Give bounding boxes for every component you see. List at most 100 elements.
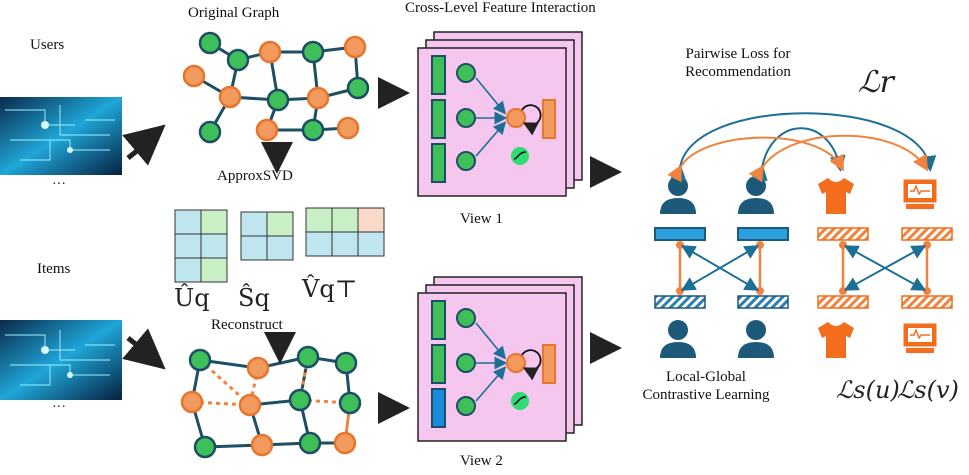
- items-ellipsis: ···: [52, 400, 66, 415]
- approx-svd-label: ApproxSVD: [217, 168, 293, 184]
- interaction-arrow: [475, 322, 507, 360]
- item-node: [306, 86, 330, 110]
- user-node: [346, 76, 370, 100]
- target-node: [506, 353, 526, 373]
- input-arrows: [122, 124, 166, 370]
- anchor-dot: [923, 287, 931, 295]
- sigmoid-icon: [511, 392, 529, 410]
- user-node: [334, 351, 358, 375]
- user-icon: [738, 198, 774, 214]
- view-2-label: View 2: [460, 453, 503, 469]
- interaction-arrow: [475, 77, 507, 115]
- level-node: [456, 308, 476, 328]
- computer-screen: [908, 184, 932, 198]
- sigmoid-icon: [511, 147, 529, 165]
- computer-base: [906, 348, 934, 353]
- item-node: [246, 356, 270, 380]
- users-ellipsis: ···: [52, 177, 66, 192]
- sigmoid-curve: [513, 396, 527, 405]
- negative-pair-arrow: [846, 245, 927, 290]
- level-node: [456, 353, 476, 373]
- user-embedding-bar: [654, 227, 706, 241]
- user-node: [266, 88, 290, 112]
- users-circuit-image: [0, 97, 122, 175]
- loop-icon: [521, 349, 542, 381]
- user-node: [338, 391, 362, 415]
- item-embedding-bar: [817, 227, 869, 241]
- output-bar: [542, 344, 556, 384]
- feature-bar: [431, 388, 446, 428]
- anchor-dot: [676, 241, 684, 249]
- user-icon: [746, 176, 766, 196]
- pairwise-arc: [751, 127, 846, 182]
- user-embedding-bar: [737, 295, 789, 309]
- item-embedding-bar: [901, 227, 953, 241]
- computer-screen: [908, 328, 932, 342]
- original-graph: [182, 31, 370, 144]
- item-node: [238, 393, 262, 417]
- user-node: [193, 435, 217, 459]
- user-icon: [668, 320, 688, 340]
- anchor-dot: [676, 287, 684, 295]
- item-node: [336, 116, 360, 140]
- anchor-dot: [756, 241, 764, 249]
- items-circuit-image: [0, 320, 122, 400]
- user-node: [301, 40, 325, 64]
- u-hat-q: Ûq: [174, 284, 210, 312]
- user-icon: [746, 320, 766, 340]
- reconstruct-label: Reconstruct: [211, 317, 283, 333]
- user-icon: [668, 176, 688, 196]
- user-embedding-bar: [654, 295, 706, 309]
- pairwise-arc: [670, 112, 937, 181]
- flow-arrows: [378, 77, 622, 424]
- computer-wave: [910, 184, 930, 196]
- item-embedding-bar: [901, 295, 953, 309]
- item-embedding-bar: [817, 295, 869, 309]
- user-node: [301, 118, 325, 142]
- v-hat-q-t: V̂q⊤: [302, 275, 358, 303]
- level-node: [456, 396, 476, 416]
- item-node: [250, 433, 274, 457]
- local-global-label: Local-Global Contrastive Learning: [642, 369, 770, 403]
- user-node: [198, 120, 222, 144]
- original-graph-title: Original Graph: [188, 5, 280, 21]
- feature-bar: [431, 143, 446, 183]
- item-node: [218, 85, 242, 109]
- user-node: [298, 431, 322, 455]
- graph-edge: [248, 367, 260, 406]
- loss-s-u: ℒs(u): [836, 376, 900, 404]
- item-node: [182, 64, 206, 88]
- user-icon: [738, 342, 774, 358]
- anchor-dot: [839, 287, 847, 295]
- anchor-dot: [923, 241, 931, 249]
- contrastive-module: [654, 112, 953, 358]
- item-node: [333, 431, 357, 455]
- anchor-dot: [756, 287, 764, 295]
- target-node: [506, 108, 526, 128]
- feature-bar: [431, 99, 446, 139]
- user-icon: [660, 198, 696, 214]
- s-matrix: [240, 211, 294, 261]
- item-node: [343, 35, 367, 59]
- level-node: [456, 63, 476, 83]
- s-hat-q: Ŝq: [238, 284, 270, 312]
- user-node: [288, 388, 312, 412]
- feature-bar: [431, 344, 446, 384]
- item-node: [180, 390, 204, 414]
- sigmoid-curve: [513, 151, 527, 160]
- v-matrix: [305, 207, 385, 257]
- pairwise-loss-label: Pairwise Loss for Recommendation: [685, 46, 791, 80]
- loop-icon: [521, 104, 542, 136]
- cross-level-title: Cross-Level Feature Interaction: [405, 0, 596, 16]
- computer-base: [906, 204, 934, 209]
- shirt-icon: [818, 322, 854, 358]
- level-node: [456, 108, 476, 128]
- shirt-icon: [818, 178, 854, 214]
- item-node: [255, 118, 279, 142]
- loss-r: ℒr: [858, 65, 894, 100]
- view-2-panel: [417, 276, 583, 442]
- negative-pair-arrow: [683, 245, 760, 290]
- view-1-panel: [417, 31, 583, 197]
- user-embedding-bar: [737, 227, 789, 241]
